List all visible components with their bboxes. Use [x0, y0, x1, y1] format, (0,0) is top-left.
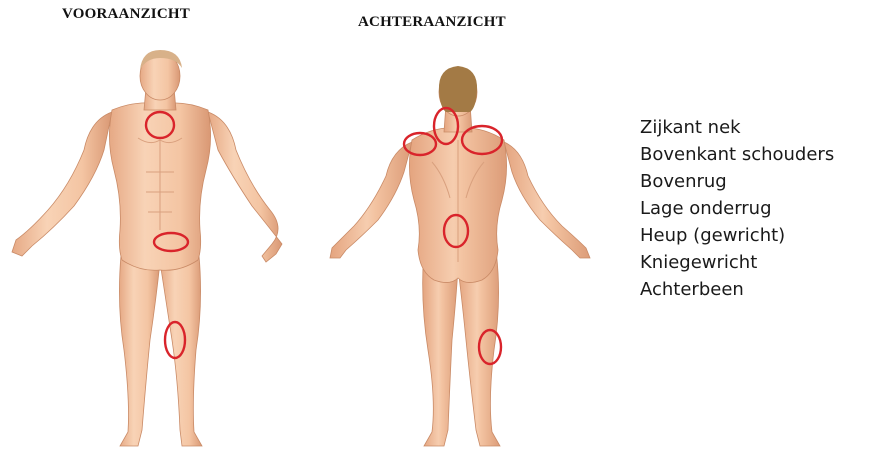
front-left-leg: [119, 245, 160, 446]
list-item: Kniegewricht: [640, 249, 834, 276]
list-item: Bovenkant schouders: [640, 141, 834, 168]
front-left-arm: [12, 112, 112, 256]
back-right-arm: [504, 142, 590, 258]
back-left-arm: [330, 142, 412, 258]
back-hair: [439, 66, 477, 112]
list-item: Achterbeen: [640, 276, 834, 303]
list-item: Lage onderrug: [640, 195, 834, 222]
list-item: Bovenrug: [640, 168, 834, 195]
list-item: Zijkant nek: [640, 114, 834, 141]
list-item: Heup (gewricht): [640, 222, 834, 249]
front-figure: [12, 52, 282, 446]
body-area-list: Zijkant nek Bovenkant schouders Bovenrug…: [640, 114, 834, 303]
back-figure: [330, 68, 590, 446]
front-right-arm: [208, 112, 282, 262]
